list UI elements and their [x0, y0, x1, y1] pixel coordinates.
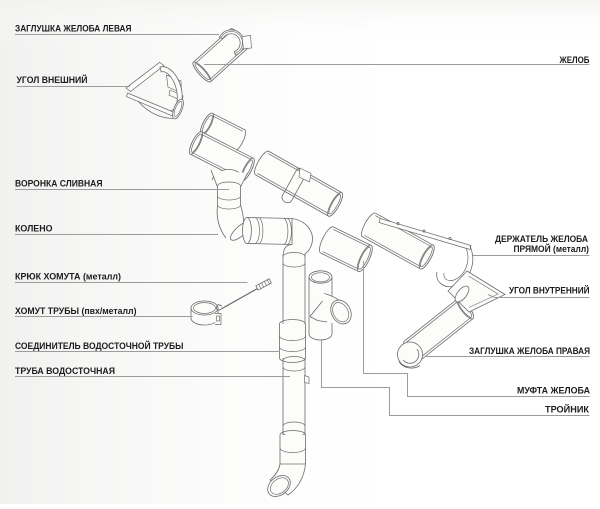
svg-text:ЗАГЛУШКА ЖЕЛОБА ПРАВАЯ: ЗАГЛУШКА ЖЕЛОБА ПРАВАЯ — [469, 346, 590, 357]
svg-text:ЖЕЛОБ: ЖЕЛОБ — [559, 55, 590, 66]
svg-text:УГОЛ ВНЕШНИЙ: УГОЛ ВНЕШНИЙ — [17, 74, 88, 86]
svg-text:МУФТА ЖЕЛОБА: МУФТА ЖЕЛОБА — [517, 386, 590, 397]
svg-text:УГОЛ ВНУТРЕННИЙ: УГОЛ ВНУТРЕННИЙ — [509, 285, 590, 297]
svg-text:ТРУБА ВОДОСТОЧНАЯ: ТРУБА ВОДОСТОЧНАЯ — [15, 366, 115, 377]
svg-text:КОЛЕНО: КОЛЕНО — [15, 224, 53, 235]
svg-text:КРЮК ХОМУТА (металл): КРЮК ХОМУТА (металл) — [15, 272, 121, 283]
svg-text:ЗАГЛУШКА ЖЕЛОБА ЛЕВАЯ: ЗАГЛУШКА ЖЕЛОБА ЛЕВАЯ — [15, 24, 132, 35]
svg-text:СОЕДИНИТЕЛЬ ВОДОСТОЧНОЙ ТРУБЫ: СОЕДИНИТЕЛЬ ВОДОСТОЧНОЙ ТРУБЫ — [15, 340, 184, 352]
svg-text:ХОМУТ ТРУБЫ (пвх/металл): ХОМУТ ТРУБЫ (пвх/металл) — [15, 306, 137, 317]
svg-text:ТРОЙНИК: ТРОЙНИК — [545, 404, 589, 416]
svg-text:ДЕРЖАТЕЛЬ ЖЕЛОБА: ДЕРЖАТЕЛЬ ЖЕЛОБА — [495, 234, 588, 245]
svg-text:ВОРОНКА СЛИВНАЯ: ВОРОНКА СЛИВНАЯ — [15, 179, 103, 190]
svg-text:ПРЯМОЙ (металл): ПРЯМОЙ (металл) — [514, 243, 590, 255]
